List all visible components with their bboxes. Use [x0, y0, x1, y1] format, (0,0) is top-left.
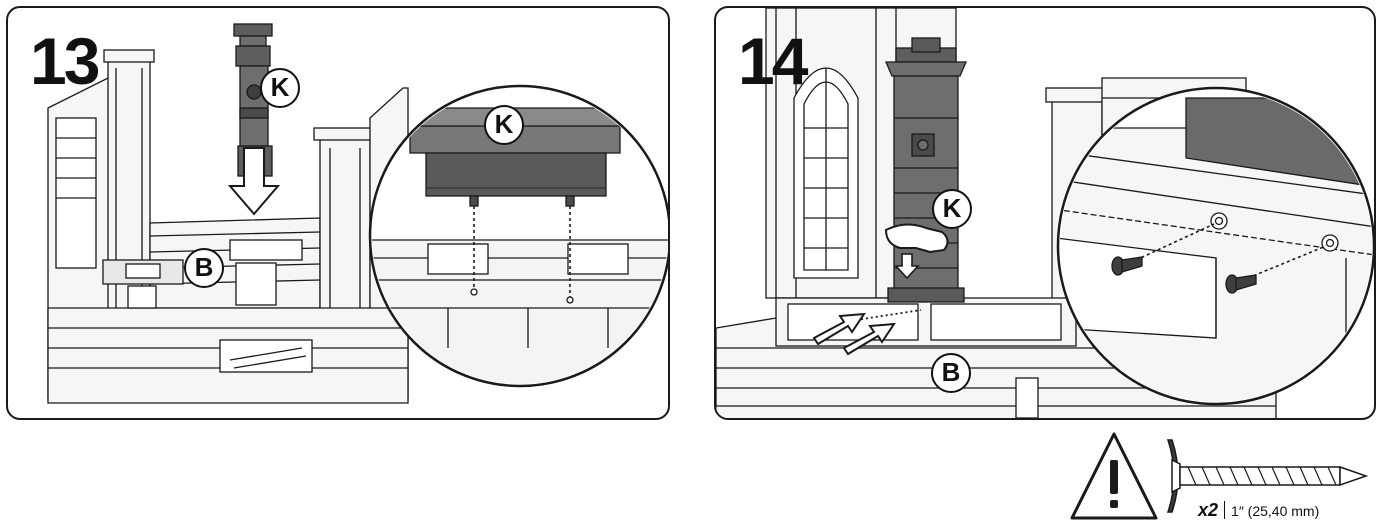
screw-spec: x2 1″ (25,40 mm) — [1198, 500, 1319, 521]
step-13-illustration — [47, 23, 668, 404]
callout-k: K — [260, 68, 300, 108]
hardware-note: x2 1″ (25,40 mm) — [1068, 430, 1378, 525]
step-number: 13 — [30, 24, 100, 98]
warning-triangle-icon — [1070, 432, 1158, 520]
step-14-panel: 14 K B — [714, 6, 1376, 420]
part-k-chimney — [885, 37, 967, 303]
screw-size: 1″ (25,40 mm) — [1231, 503, 1320, 519]
screw-hole-arrows-icon — [812, 312, 896, 356]
hand-icon — [884, 223, 949, 280]
callout-k-zoom: K — [484, 105, 524, 145]
zoom-detail-circle — [1056, 86, 1374, 406]
step-13-panel: 13 K B K — [6, 6, 670, 420]
zoom-detail-circle — [368, 84, 668, 388]
callout-k: K — [932, 189, 972, 229]
hardware-illustration — [1070, 432, 1369, 520]
screw-quantity: x2 — [1198, 500, 1219, 520]
screw-icon — [1166, 439, 1369, 513]
playhouse-structure — [47, 49, 409, 404]
step-number: 14 — [738, 24, 808, 98]
callout-b: B — [184, 248, 224, 288]
callout-b: B — [931, 353, 971, 393]
step-14-illustration — [716, 8, 1374, 418]
separator — [1224, 501, 1226, 519]
down-arrow-icon — [227, 147, 281, 216]
